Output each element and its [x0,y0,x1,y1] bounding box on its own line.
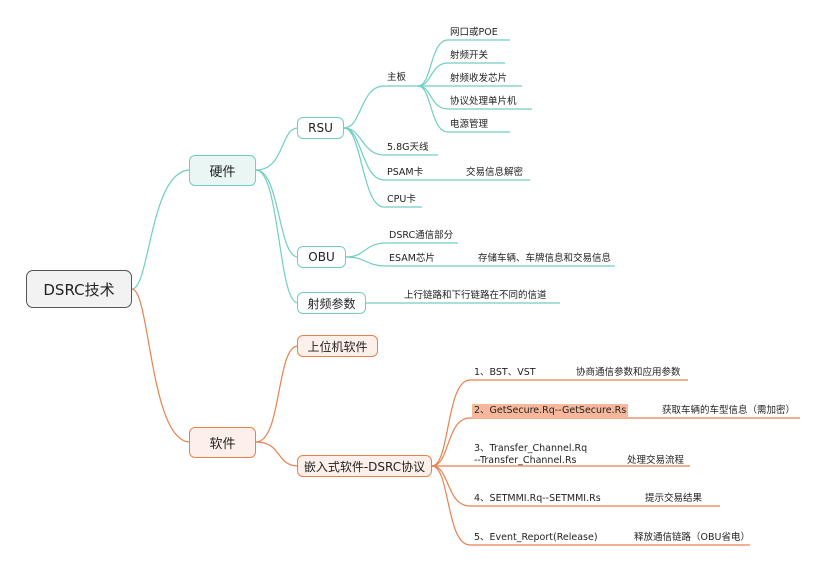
esam-label: ESAM芯片 [389,253,435,264]
esam-desc: 存储车辆、车牌信息和交易信息 [478,253,612,264]
protocol-step-label: 5、Event_Report(Release) [474,532,598,543]
protocol-step-desc: 释放通信链路（OBU省电） [634,532,750,543]
obu-dsrc-label: DSRC通信部分 [389,230,454,241]
hardware-node[interactable]: 硬件 [189,155,256,186]
link-emb-2 [431,417,800,467]
protocol-step-label: 3、Transfer_Channel.Rq [474,443,588,454]
rf-params-node[interactable]: 射频参数 [297,292,366,314]
protocol-step-label: --Transfer_Channel.Rs [474,455,577,466]
hardware-label: 硬件 [209,165,236,180]
host-software-node[interactable]: 上位机软件 [297,335,378,357]
link-hardware-rf [255,169,299,304]
rsu-node[interactable]: RSU [297,117,344,139]
mainboard-item: 协议处理单片机 [450,96,517,107]
mainboard-item: 射频开关 [450,50,489,61]
psam-desc: 交易信息解密 [466,167,524,178]
link-obu-dsrc [345,242,458,258]
embedded-software-node[interactable]: 嵌入式软件-DSRC协议 [297,455,432,477]
mainboard-item: 网口或POE [450,27,498,38]
link-obu-esam [345,256,440,267]
link-mb-2 [417,62,505,87]
link-rsu-antenna [343,127,438,156]
software-label: 软件 [209,437,236,452]
root-node[interactable]: DSRC技术 [26,270,132,308]
obu-label: OBU [308,250,335,264]
root-label: DSRC技术 [43,280,115,299]
link-emb-1 [431,379,688,467]
cpu-label: CPU卡 [387,194,416,205]
software-node[interactable]: 软件 [189,427,256,458]
psam-label: PSAM卡 [387,167,424,178]
rf-params-desc: 上行链路和下行链路在不同的信道 [404,290,547,301]
link-emb-4 [431,465,720,507]
protocol-step-desc: 处理交易流程 [627,455,685,466]
mainboard-item: 电源管理 [450,119,489,130]
rsu-label: RSU [308,121,333,135]
protocol-step-label-highlighted: 2、GetSecure.Rq--GetSecure.Rs [472,404,629,418]
protocol-step-desc: 获取车辆的车型信息（需加密） [662,405,796,416]
link-emb-5 [431,465,750,546]
link-root-software [131,288,191,443]
antenna-label: 5.8G天线 [387,142,429,153]
embedded-software-label: 嵌入式软件-DSRC协议 [303,459,426,474]
link-hardware-rsu [255,127,299,171]
link-software-embedded [255,441,299,467]
link-mb-1 [417,39,510,87]
mainboard-item: 射频收发芯片 [450,73,508,84]
obu-node[interactable]: OBU [297,246,346,268]
mainboard-label: 主板 [387,72,407,83]
protocol-step-label: 4、SETMMI.Rq--SETMMI.Rs [474,493,601,504]
rf-params-label: 射频参数 [307,296,356,311]
link-software-host [255,345,299,443]
link-mb-5 [417,85,510,133]
link-root-hardware [131,169,191,290]
protocol-step-desc: 提示交易结果 [645,493,703,504]
protocol-step-label: 1、BST、VST [474,367,536,378]
link-rsu-mainboard [343,85,418,129]
host-software-label: 上位机软件 [307,339,368,354]
protocol-step-desc: 协商通信参数和应用参数 [576,367,681,378]
link-hardware-obu [255,169,299,258]
link-rsu-cpu [343,127,422,208]
